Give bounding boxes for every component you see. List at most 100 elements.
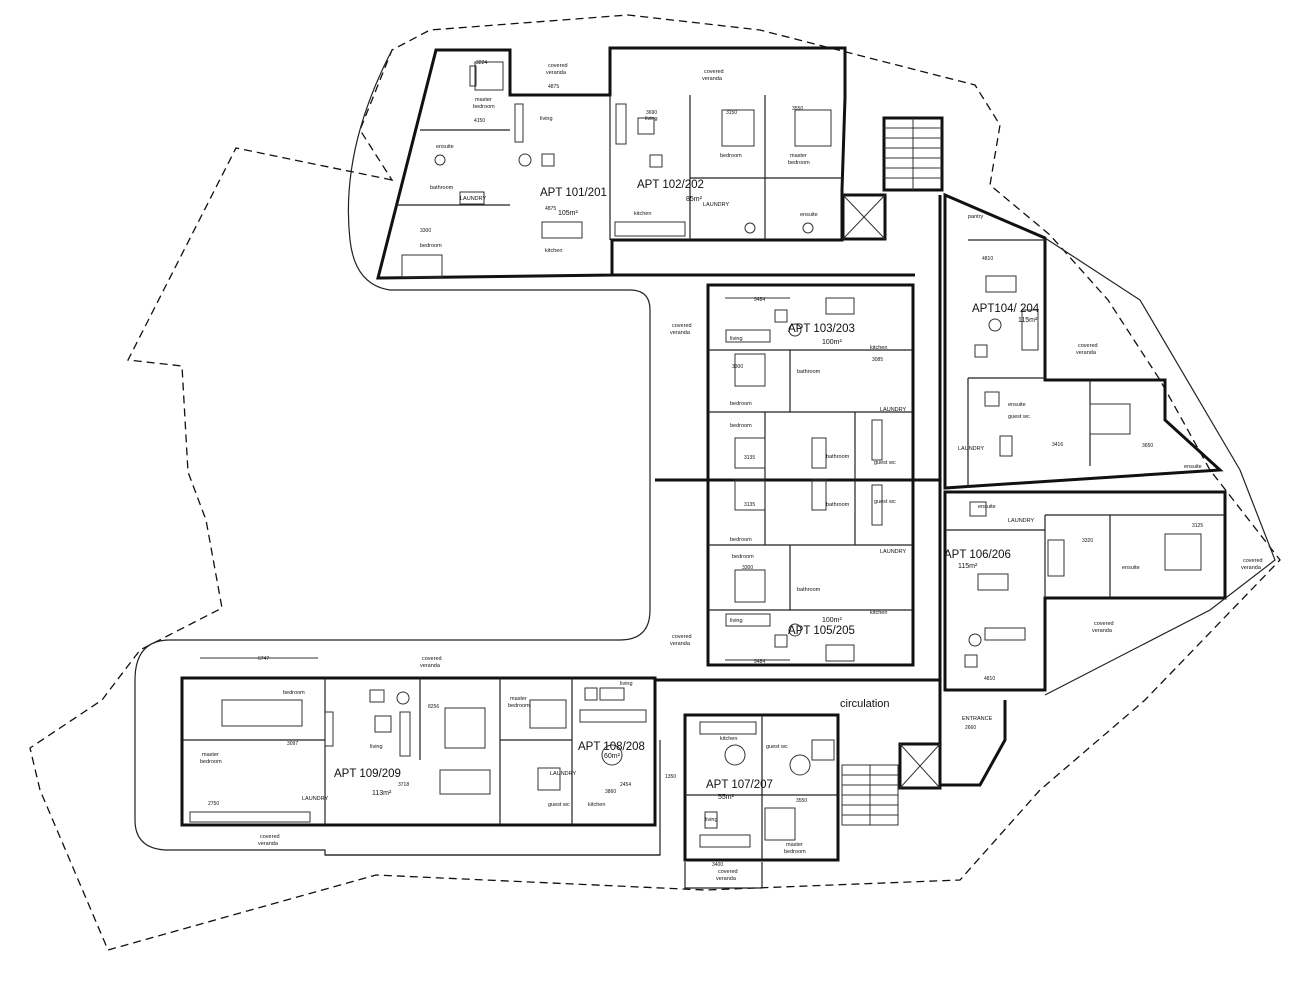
room-label: LAUNDRY bbox=[460, 196, 487, 202]
dimension: 6747 bbox=[258, 656, 269, 662]
room-label: living bbox=[370, 744, 383, 750]
wall-apt-107 bbox=[683, 713, 840, 862]
room-labels: living kitchen master bedroom bedroom en… bbox=[200, 97, 1202, 855]
veranda-label: covered bbox=[672, 634, 692, 640]
lift-north bbox=[841, 193, 887, 241]
wall-apt-108-109 bbox=[180, 676, 657, 827]
dimension: 3150 bbox=[726, 110, 737, 116]
room-label: kitchen bbox=[634, 211, 651, 217]
dimension: 3860 bbox=[605, 789, 616, 795]
veranda-label: veranda bbox=[1092, 628, 1113, 634]
apt-103-area: 100m² bbox=[822, 339, 843, 346]
dimension: 9484 bbox=[754, 659, 765, 665]
dimension: 3224 bbox=[476, 60, 487, 66]
room-label: bedroom bbox=[732, 554, 754, 560]
veranda-label: veranda bbox=[702, 76, 723, 82]
dimension: 4150 bbox=[474, 118, 485, 124]
veranda-label: covered bbox=[704, 69, 724, 75]
veranda-label: veranda bbox=[670, 641, 691, 647]
room-label: kitchen bbox=[870, 345, 887, 351]
stair-treads bbox=[884, 118, 942, 190]
dimension: 3650 bbox=[1142, 443, 1153, 449]
room-label: LAUNDRY bbox=[703, 202, 730, 208]
room-label: bathroom bbox=[826, 502, 850, 508]
dimension: 2750 bbox=[208, 801, 219, 807]
apt-108-name: APT 108/208 bbox=[578, 741, 645, 753]
veranda-label: veranda bbox=[258, 841, 279, 847]
room-label: kitchen bbox=[545, 248, 562, 254]
apartment-labels: APT 101/201 105m² APT 102/202 85m² APT 1… bbox=[334, 179, 1040, 801]
room-label: bedroom bbox=[784, 849, 806, 855]
veranda-label: veranda bbox=[716, 876, 737, 882]
wall-entrance bbox=[938, 700, 1007, 787]
room-label: LAUNDRY bbox=[1008, 518, 1035, 524]
room-label: ensuite bbox=[978, 504, 996, 510]
wall-apt-101 bbox=[376, 46, 847, 280]
room-label: bathroom bbox=[826, 454, 850, 460]
room-label: bathroom bbox=[430, 185, 454, 191]
veranda-label: veranda bbox=[546, 70, 567, 76]
dimension: 4810 bbox=[984, 676, 995, 682]
circulation-label: circulation bbox=[840, 698, 890, 710]
apt-107-name: APT 107/207 bbox=[706, 779, 773, 791]
room-label: bedroom bbox=[508, 703, 530, 709]
room-label: ensuite bbox=[1184, 464, 1202, 470]
room-label: LAUNDRY bbox=[880, 549, 907, 555]
stair-south bbox=[841, 764, 899, 826]
room-label: bedroom bbox=[788, 160, 810, 166]
room-label: pantry bbox=[968, 214, 984, 220]
room-label: guest wc bbox=[548, 802, 570, 808]
veranda-label: covered bbox=[1243, 558, 1263, 564]
room-label: bedroom bbox=[473, 104, 495, 110]
dimension: 3416 bbox=[1052, 442, 1063, 448]
room-label: LAUNDRY bbox=[550, 771, 577, 777]
room-label: bedroom bbox=[720, 153, 742, 159]
room-label: living bbox=[645, 116, 658, 122]
terrace-outline-south bbox=[684, 862, 763, 889]
dimension: 2660 bbox=[965, 725, 976, 731]
room-label: living bbox=[540, 116, 553, 122]
dimension: 4875 bbox=[545, 206, 556, 212]
room-label: master bbox=[475, 97, 492, 103]
room-label: ensuite bbox=[800, 212, 818, 218]
room-label: bedroom bbox=[200, 759, 222, 765]
room-label: guest wc bbox=[874, 499, 896, 505]
room-label: ensuite bbox=[1008, 402, 1026, 408]
room-label: living bbox=[620, 681, 633, 687]
room-label: kitchen bbox=[870, 610, 887, 616]
room-label: master bbox=[786, 842, 803, 848]
veranda-label: veranda bbox=[670, 330, 691, 336]
dimension: 8256 bbox=[428, 704, 439, 710]
dimension: 3097 bbox=[287, 741, 298, 747]
dimension: 3135 bbox=[744, 502, 755, 508]
terrace-outline-west bbox=[134, 49, 661, 856]
room-label: LAUNDRY bbox=[302, 796, 329, 802]
apt-105-area: 100m² bbox=[822, 617, 843, 624]
room-label: bedroom bbox=[730, 537, 752, 543]
veranda-label: veranda bbox=[420, 663, 441, 669]
room-label: bedroom bbox=[730, 401, 752, 407]
room-label: living bbox=[730, 336, 743, 342]
dimension: 3300 bbox=[732, 364, 743, 370]
apt-104-area: 115m² bbox=[1018, 317, 1038, 324]
dimension: 3085 bbox=[872, 357, 883, 363]
apt-108-area: 60m² bbox=[604, 753, 621, 760]
apt-105-name: APT 105/205 bbox=[788, 625, 855, 637]
apt-101-area: 105m² bbox=[558, 210, 579, 217]
apt-103-name: APT 103/203 bbox=[788, 323, 855, 335]
apt-109-name: APT 109/209 bbox=[334, 768, 401, 780]
dimension: 3135 bbox=[744, 455, 755, 461]
room-label: bathroom bbox=[797, 369, 821, 375]
veranda-labels: covered veranda covered veranda covered … bbox=[258, 63, 1263, 882]
veranda-label: covered bbox=[672, 323, 692, 329]
room-label: ensuite bbox=[1122, 565, 1140, 571]
room-label: LAUNDRY bbox=[880, 407, 907, 413]
room-label: bathroom bbox=[797, 587, 821, 593]
dimension: 9484 bbox=[754, 297, 765, 303]
apt-107-area: 55m² bbox=[718, 794, 735, 801]
room-label: guest wc bbox=[766, 744, 788, 750]
veranda-label: veranda bbox=[1076, 350, 1097, 356]
wall-apt-104 bbox=[943, 192, 1224, 490]
dimension: 3550 bbox=[796, 798, 807, 804]
